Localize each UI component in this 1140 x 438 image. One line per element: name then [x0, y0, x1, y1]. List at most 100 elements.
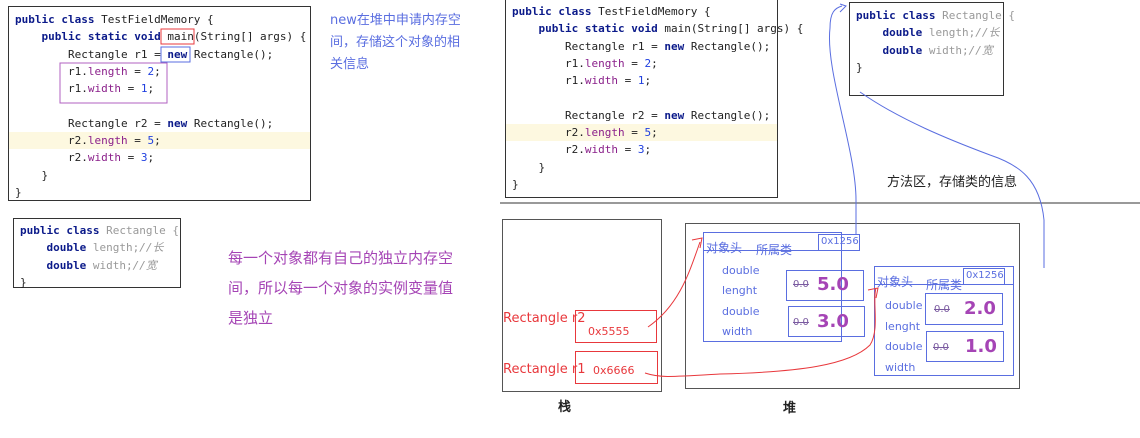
- field-value-box: 0.0 3.0: [788, 306, 865, 337]
- field-type: double: [722, 305, 760, 318]
- code-token: ;: [147, 151, 155, 165]
- old-value: 0.0: [933, 342, 949, 353]
- code-token: [15, 30, 42, 43]
- field-type: double: [885, 340, 923, 353]
- code-token: length;: [92, 241, 140, 255]
- code-token: Rectangle r2 =: [512, 108, 665, 122]
- code-rectangle-left: public class Rectangle { double length;/…: [13, 218, 181, 291]
- code-token: }: [15, 186, 22, 199]
- code-line: }: [506, 159, 777, 176]
- code-line: double width;//宽: [14, 257, 180, 274]
- stack-var-r1-address: 0x6666: [593, 364, 635, 377]
- code-token: main(String[] args) {: [664, 22, 804, 36]
- code-token: ;: [651, 126, 658, 140]
- code-line: }: [9, 167, 310, 184]
- code-token: public static void: [41, 30, 168, 44]
- code-token: Rectangle();: [187, 116, 274, 130]
- code-token: //长: [975, 26, 1000, 40]
- code-line: Rectangle r2 = new Rectangle();: [9, 115, 310, 132]
- code-token: Rectangle();: [684, 39, 771, 53]
- code-line: Rectangle r2 = new Rectangle();: [506, 107, 777, 124]
- code-token: r1.: [15, 82, 88, 96]
- code-token: main(String[] args) {: [167, 30, 307, 44]
- code-token: double: [46, 258, 93, 272]
- code-line: [506, 90, 777, 107]
- heap-label: 堆: [783, 401, 797, 416]
- method-area-label: 方法区，存储类的信息: [887, 175, 1018, 190]
- code-token: width;: [92, 258, 133, 272]
- code-rectangle-right: public class Rectangle { double length;/…: [849, 2, 1015, 96]
- old-value: 0.0: [793, 317, 809, 328]
- code-token: width: [87, 151, 121, 165]
- code-token: =: [624, 56, 645, 70]
- code-token: public class: [856, 9, 943, 22]
- code-token: r1.: [15, 64, 88, 78]
- code-line: public class Rectangle {: [850, 7, 1015, 24]
- field-type: double: [722, 264, 760, 277]
- code-token: public static void: [538, 22, 665, 36]
- code-token: =: [120, 82, 141, 96]
- class-address: 0x1256: [818, 234, 860, 251]
- code-token: }: [512, 160, 546, 174]
- code-token: [856, 44, 883, 57]
- code-token: }: [15, 168, 49, 182]
- code-token: Rectangle r2 =: [15, 116, 168, 130]
- code-token: public class: [15, 13, 102, 26]
- code-token: r2.: [15, 151, 88, 165]
- field-name: width: [722, 325, 753, 338]
- code-token: 5: [644, 126, 652, 140]
- code-token: public class: [512, 5, 599, 18]
- code-line: }: [14, 274, 180, 291]
- code-token: =: [617, 143, 638, 157]
- code-line: public class TestFieldMemory {: [506, 3, 777, 20]
- code-token: Rectangle r1 =: [512, 39, 665, 53]
- code-token: Rectangle {: [106, 224, 179, 237]
- stack-var-r1-name: Rectangle r1: [503, 362, 586, 377]
- code-token: r2.: [512, 143, 585, 157]
- code-token: }: [856, 60, 863, 74]
- old-value: 0.0: [793, 279, 809, 290]
- new-value: 5.0: [817, 274, 849, 295]
- stack-label: 栈: [558, 400, 572, 415]
- class-label: 所属类: [756, 243, 793, 257]
- stack-var-r2-name: Rectangle r2: [503, 311, 586, 326]
- code-line: }: [9, 184, 310, 201]
- field-value-box: 0.0 2.0: [925, 293, 1003, 325]
- code-token: r1.: [512, 56, 585, 70]
- stack-var-r2-slot: 0x5555: [575, 310, 657, 343]
- code-line: r2.length = 5;: [506, 124, 777, 142]
- code-token: //宽: [132, 258, 157, 272]
- code-line: double width;//宽: [850, 42, 1003, 59]
- code-token: new: [664, 108, 685, 122]
- heap-object-r2: 对象头 所属类 0x1256 double lenght 0.0 5.0 dou…: [703, 232, 865, 342]
- code-token: =: [624, 126, 645, 140]
- divider: [875, 284, 1013, 285]
- code-token: [512, 22, 539, 35]
- code-token: 1: [637, 74, 645, 88]
- code-token: ;: [644, 74, 652, 88]
- code-line: }: [506, 176, 777, 193]
- code-token: r2.: [512, 126, 585, 140]
- code-token: new: [167, 47, 188, 61]
- code-token: }: [20, 275, 27, 289]
- code-token: r2.: [15, 134, 88, 148]
- code-token: width;: [928, 43, 969, 57]
- stack-var-r1-slot: 0x6666: [575, 351, 658, 384]
- code-token: 3: [637, 143, 645, 157]
- code-token: }: [512, 178, 519, 191]
- divider: [704, 250, 841, 251]
- code-token: length: [87, 134, 128, 148]
- field-name: lenght: [722, 284, 758, 297]
- code-token: double: [46, 241, 93, 255]
- code-token: [856, 26, 883, 39]
- class-address: 0x1256: [963, 268, 1005, 285]
- code-token: //长: [139, 241, 164, 255]
- code-line: public static void main(String[] args) {: [9, 28, 310, 45]
- code-token: length: [584, 56, 625, 70]
- code-token: //宽: [968, 43, 993, 57]
- independent-note: 每一个对象都有自己的独立内存空间，所以每一个对象的实例变量值是独立: [228, 249, 454, 327]
- code-main-right: public class TestFieldMemory { public st…: [505, 0, 803, 198]
- code-token: width: [584, 74, 618, 88]
- code-token: new: [664, 39, 685, 53]
- code-token: 3: [140, 151, 148, 165]
